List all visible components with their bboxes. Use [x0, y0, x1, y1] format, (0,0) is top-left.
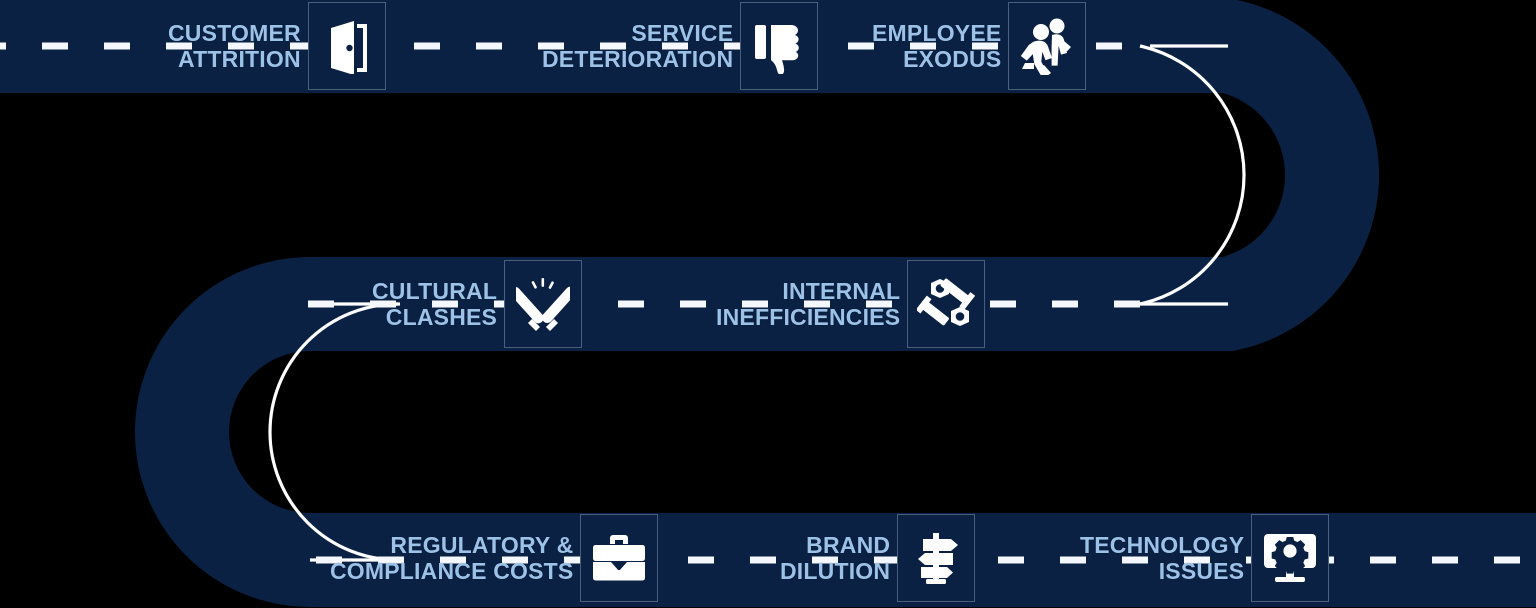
- open-door-icon: [307, 2, 386, 90]
- thumbs-down-icon: [740, 2, 819, 90]
- briefcase-icon: [580, 514, 659, 602]
- node-employee-exodus[interactable]: EMPLOYEE EXODUS: [872, 0, 1087, 92]
- running-people-icon: [1008, 2, 1087, 90]
- node-regulatory-compliance-costs[interactable]: REGULATORY & COMPLIANCE COSTS: [330, 512, 659, 604]
- node-label: INTERNAL INEFFICIENCIES: [716, 278, 901, 330]
- node-label: CUSTOMER ATTRITION: [168, 20, 301, 72]
- signpost-icon: [897, 514, 976, 602]
- crossed-swords-icon: [504, 260, 583, 348]
- node-customer-attrition[interactable]: CUSTOMER ATTRITION: [168, 0, 386, 92]
- road-edge-line-right-curve: [1139, 44, 1246, 306]
- node-label: CULTURAL CLASHES: [372, 278, 498, 330]
- node-label: BRAND DILUTION: [780, 532, 891, 584]
- node-cultural-clashes[interactable]: CULTURAL CLASHES: [372, 258, 583, 350]
- node-label: TECHNOLOGY ISSUES: [1080, 532, 1245, 584]
- node-label: REGULATORY & COMPLIANCE COSTS: [330, 532, 574, 584]
- node-label: SERVICE DETERIORATION: [542, 20, 734, 72]
- node-technology-issues[interactable]: TECHNOLOGY ISSUES: [1080, 512, 1330, 604]
- node-service-deterioration[interactable]: SERVICE DETERIORATION: [542, 0, 819, 92]
- node-label: EMPLOYEE EXODUS: [872, 20, 1002, 72]
- nuts-and-bolts-icon: [907, 260, 986, 348]
- node-brand-dilution[interactable]: BRAND DILUTION: [780, 512, 976, 604]
- monitor-gear-icon: [1251, 514, 1330, 602]
- road-edge-line-left-curve: [268, 302, 399, 562]
- node-internal-inefficiencies[interactable]: INTERNAL INEFFICIENCIES: [716, 258, 986, 350]
